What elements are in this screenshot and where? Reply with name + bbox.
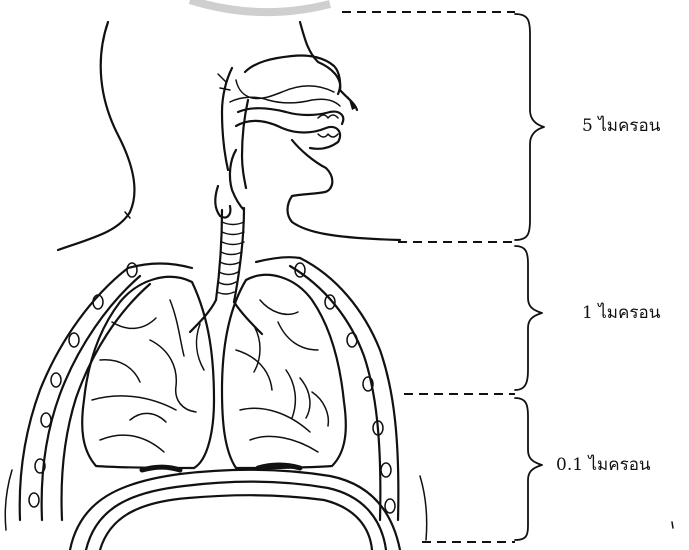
top-arc-mark [190, 0, 330, 12]
diaphragm [70, 465, 400, 550]
right-lung [222, 275, 346, 468]
trachea [216, 208, 244, 302]
region-braces [515, 14, 544, 540]
region-dividers [342, 12, 515, 542]
nasal-oral-cavity [215, 55, 356, 217]
tick-mark [672, 522, 673, 528]
label-lower-region: 0.1 ไมครอน [556, 454, 651, 475]
label-upper-region: 5 ไมครอน [582, 115, 661, 136]
label-middle-region: 1 ไมครอน [582, 302, 661, 323]
